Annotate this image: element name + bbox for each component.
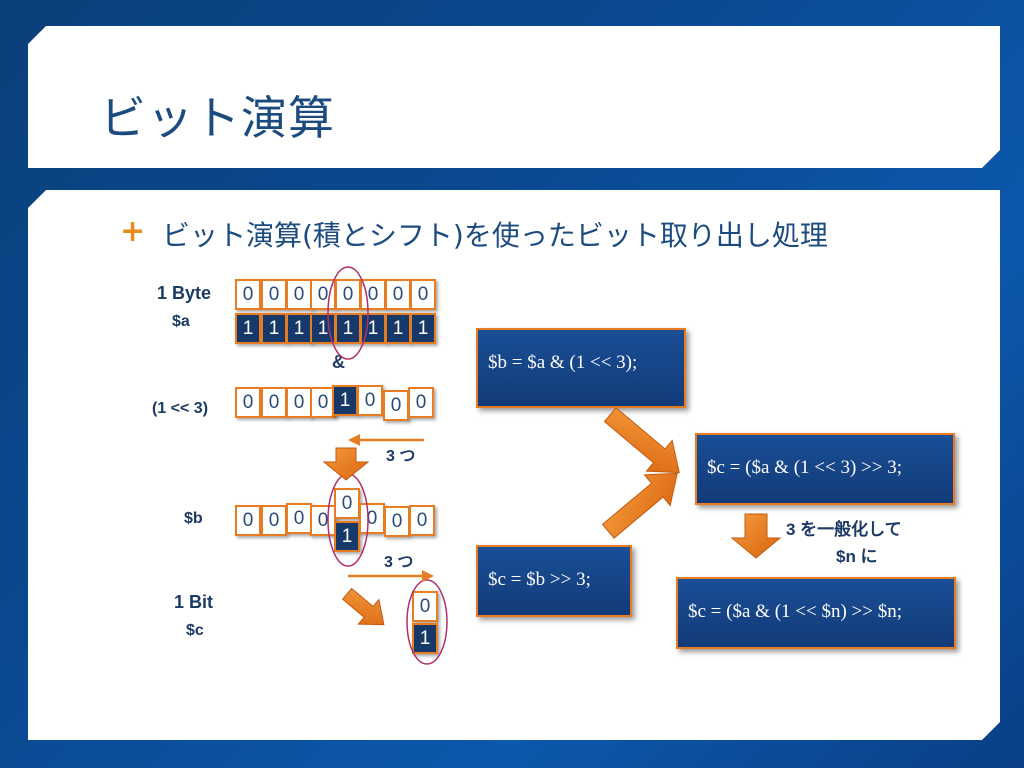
mask-bit: 0	[286, 387, 312, 418]
mask-bit: 1	[332, 385, 358, 416]
shift-note-kana: つ	[397, 554, 414, 571]
a-bottom-bit: 1	[335, 313, 361, 344]
b-raised-top-bit: 0	[334, 488, 360, 519]
bullet-text: ビット演算(積とシフト)を使ったビット取り出し処理	[162, 219, 828, 252]
shift-note-1: 3 つ	[386, 442, 415, 466]
bit-count: 1	[174, 592, 185, 612]
var-b-label: $b	[184, 510, 203, 527]
b-bit: 0	[359, 503, 385, 534]
b-bit: 0	[235, 505, 261, 536]
c-bottom-bit: 1	[412, 623, 438, 654]
byte-label: 1 Byte	[157, 283, 211, 304]
a-top-bit: 0	[261, 279, 287, 310]
code-c-shift: $c = $b >> 3;	[476, 545, 632, 617]
code-c-general: $c = ($a & (1 << $n) >> $n;	[676, 577, 956, 649]
a-top-bit: 0	[360, 279, 386, 310]
a-bottom-bit: 1	[385, 313, 411, 344]
mask-bit: 0	[235, 387, 261, 418]
shift-note-num: 3	[386, 448, 395, 465]
var-a-label: $a	[172, 313, 190, 330]
var-c-label: $c	[186, 622, 204, 639]
slide-title: ビット演算	[100, 91, 335, 145]
shift-note-2: 3 つ	[384, 548, 413, 572]
a-bottom-bit: 1	[410, 313, 436, 344]
mask-bit: 0	[408, 387, 434, 418]
b-raised-bottom-bit: 1	[334, 521, 360, 552]
a-top-bit: 0	[310, 279, 336, 310]
mask-bit: 0	[357, 385, 383, 416]
bullet-plus-icon: +	[120, 214, 146, 249]
and-symbol: &	[332, 352, 345, 372]
b-bit: 0	[409, 505, 435, 536]
a-bottom-bit: 1	[310, 313, 336, 344]
byte-unit: Byte	[172, 283, 212, 303]
a-top-bit: 0	[385, 279, 411, 310]
b-bit: 0	[310, 505, 336, 536]
bit-unit: Bit	[189, 592, 214, 612]
code-b-assign: $b = $a & (1 << 3);	[476, 328, 686, 408]
code-c-combined: $c = ($a & (1 << 3) >> 3;	[695, 433, 955, 505]
a-bottom-bit: 1	[360, 313, 386, 344]
c-top-bit: 0	[412, 591, 438, 622]
a-top-bit: 0	[410, 279, 436, 310]
b-bit: 0	[286, 503, 312, 534]
a-top-bit: 0	[335, 279, 361, 310]
b-bit: 0	[384, 506, 410, 537]
a-bottom-bit: 1	[235, 313, 261, 344]
mask-bit: 0	[310, 387, 336, 418]
a-top-bit: 0	[235, 279, 261, 310]
mask-bit: 0	[261, 387, 287, 418]
title-panel	[28, 26, 1000, 168]
a-top-bit: 0	[286, 279, 312, 310]
a-bottom-bit: 1	[286, 313, 312, 344]
b-bit: 0	[261, 505, 287, 536]
mask-bit: 0	[383, 390, 409, 421]
generalize-note-line1: 3 を一般化して	[786, 520, 902, 539]
generalize-note-line2: $n に	[836, 547, 878, 566]
shift-note-kana: つ	[399, 448, 416, 465]
byte-count: 1	[157, 283, 168, 303]
shift-note-num: 3	[384, 554, 393, 571]
bit-label: 1 Bit	[174, 592, 213, 613]
mask-expr-label: (1 << 3)	[152, 400, 209, 417]
a-bottom-bit: 1	[261, 313, 287, 344]
